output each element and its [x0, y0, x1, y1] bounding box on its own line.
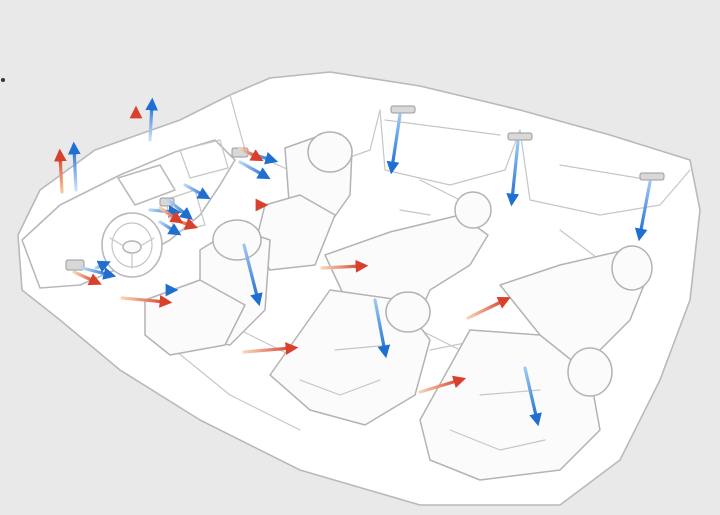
warm-air-arrow	[242, 342, 299, 355]
cool-air-arrow	[145, 97, 159, 142]
warm-air-arrow	[320, 259, 369, 273]
warm-air-arrow	[466, 297, 511, 320]
cool-air-arrow	[67, 141, 81, 192]
warm-airflow	[53, 105, 511, 394]
warm-air-arrow	[72, 270, 102, 286]
edge-dot	[1, 78, 5, 82]
cool-air-arrow	[94, 260, 111, 273]
second-row-seat	[269, 191, 492, 426]
warm-air-arrow	[418, 375, 467, 394]
roof-vent-icon	[507, 132, 533, 141]
warm-air-arrow	[53, 148, 67, 194]
warm-air-arrow	[120, 295, 173, 308]
dashboard-vent-icon	[65, 259, 85, 271]
cool-air-arrow	[634, 180, 652, 242]
cool-air-arrow	[386, 113, 402, 175]
cool-air-arrow	[183, 183, 211, 200]
roof-vent-icon	[390, 105, 416, 114]
steering-wheel	[101, 212, 163, 278]
cool-air-arrow	[80, 266, 117, 280]
warm-air-arrow	[238, 146, 264, 162]
cool-air-arrow	[242, 243, 263, 307]
cool-air-arrow	[238, 160, 271, 180]
cool-air-arrow	[373, 298, 391, 359]
cool-air-arrow	[523, 366, 542, 427]
roof-vent-icon	[639, 172, 665, 181]
cool-air-arrow	[506, 140, 520, 207]
third-row-seat	[419, 245, 653, 481]
front-passenger-seat	[254, 131, 353, 271]
warm-air-arrow	[158, 206, 184, 224]
cool-airflow	[67, 97, 652, 427]
cool-air-arrow	[158, 220, 182, 236]
